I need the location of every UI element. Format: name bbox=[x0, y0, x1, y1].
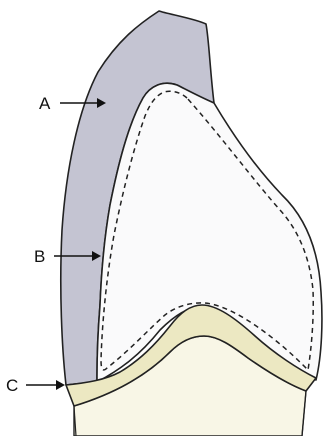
label-c: C bbox=[6, 376, 18, 395]
arrow-c-head bbox=[56, 380, 65, 390]
label-b: B bbox=[34, 247, 45, 266]
label-a: A bbox=[39, 94, 51, 113]
